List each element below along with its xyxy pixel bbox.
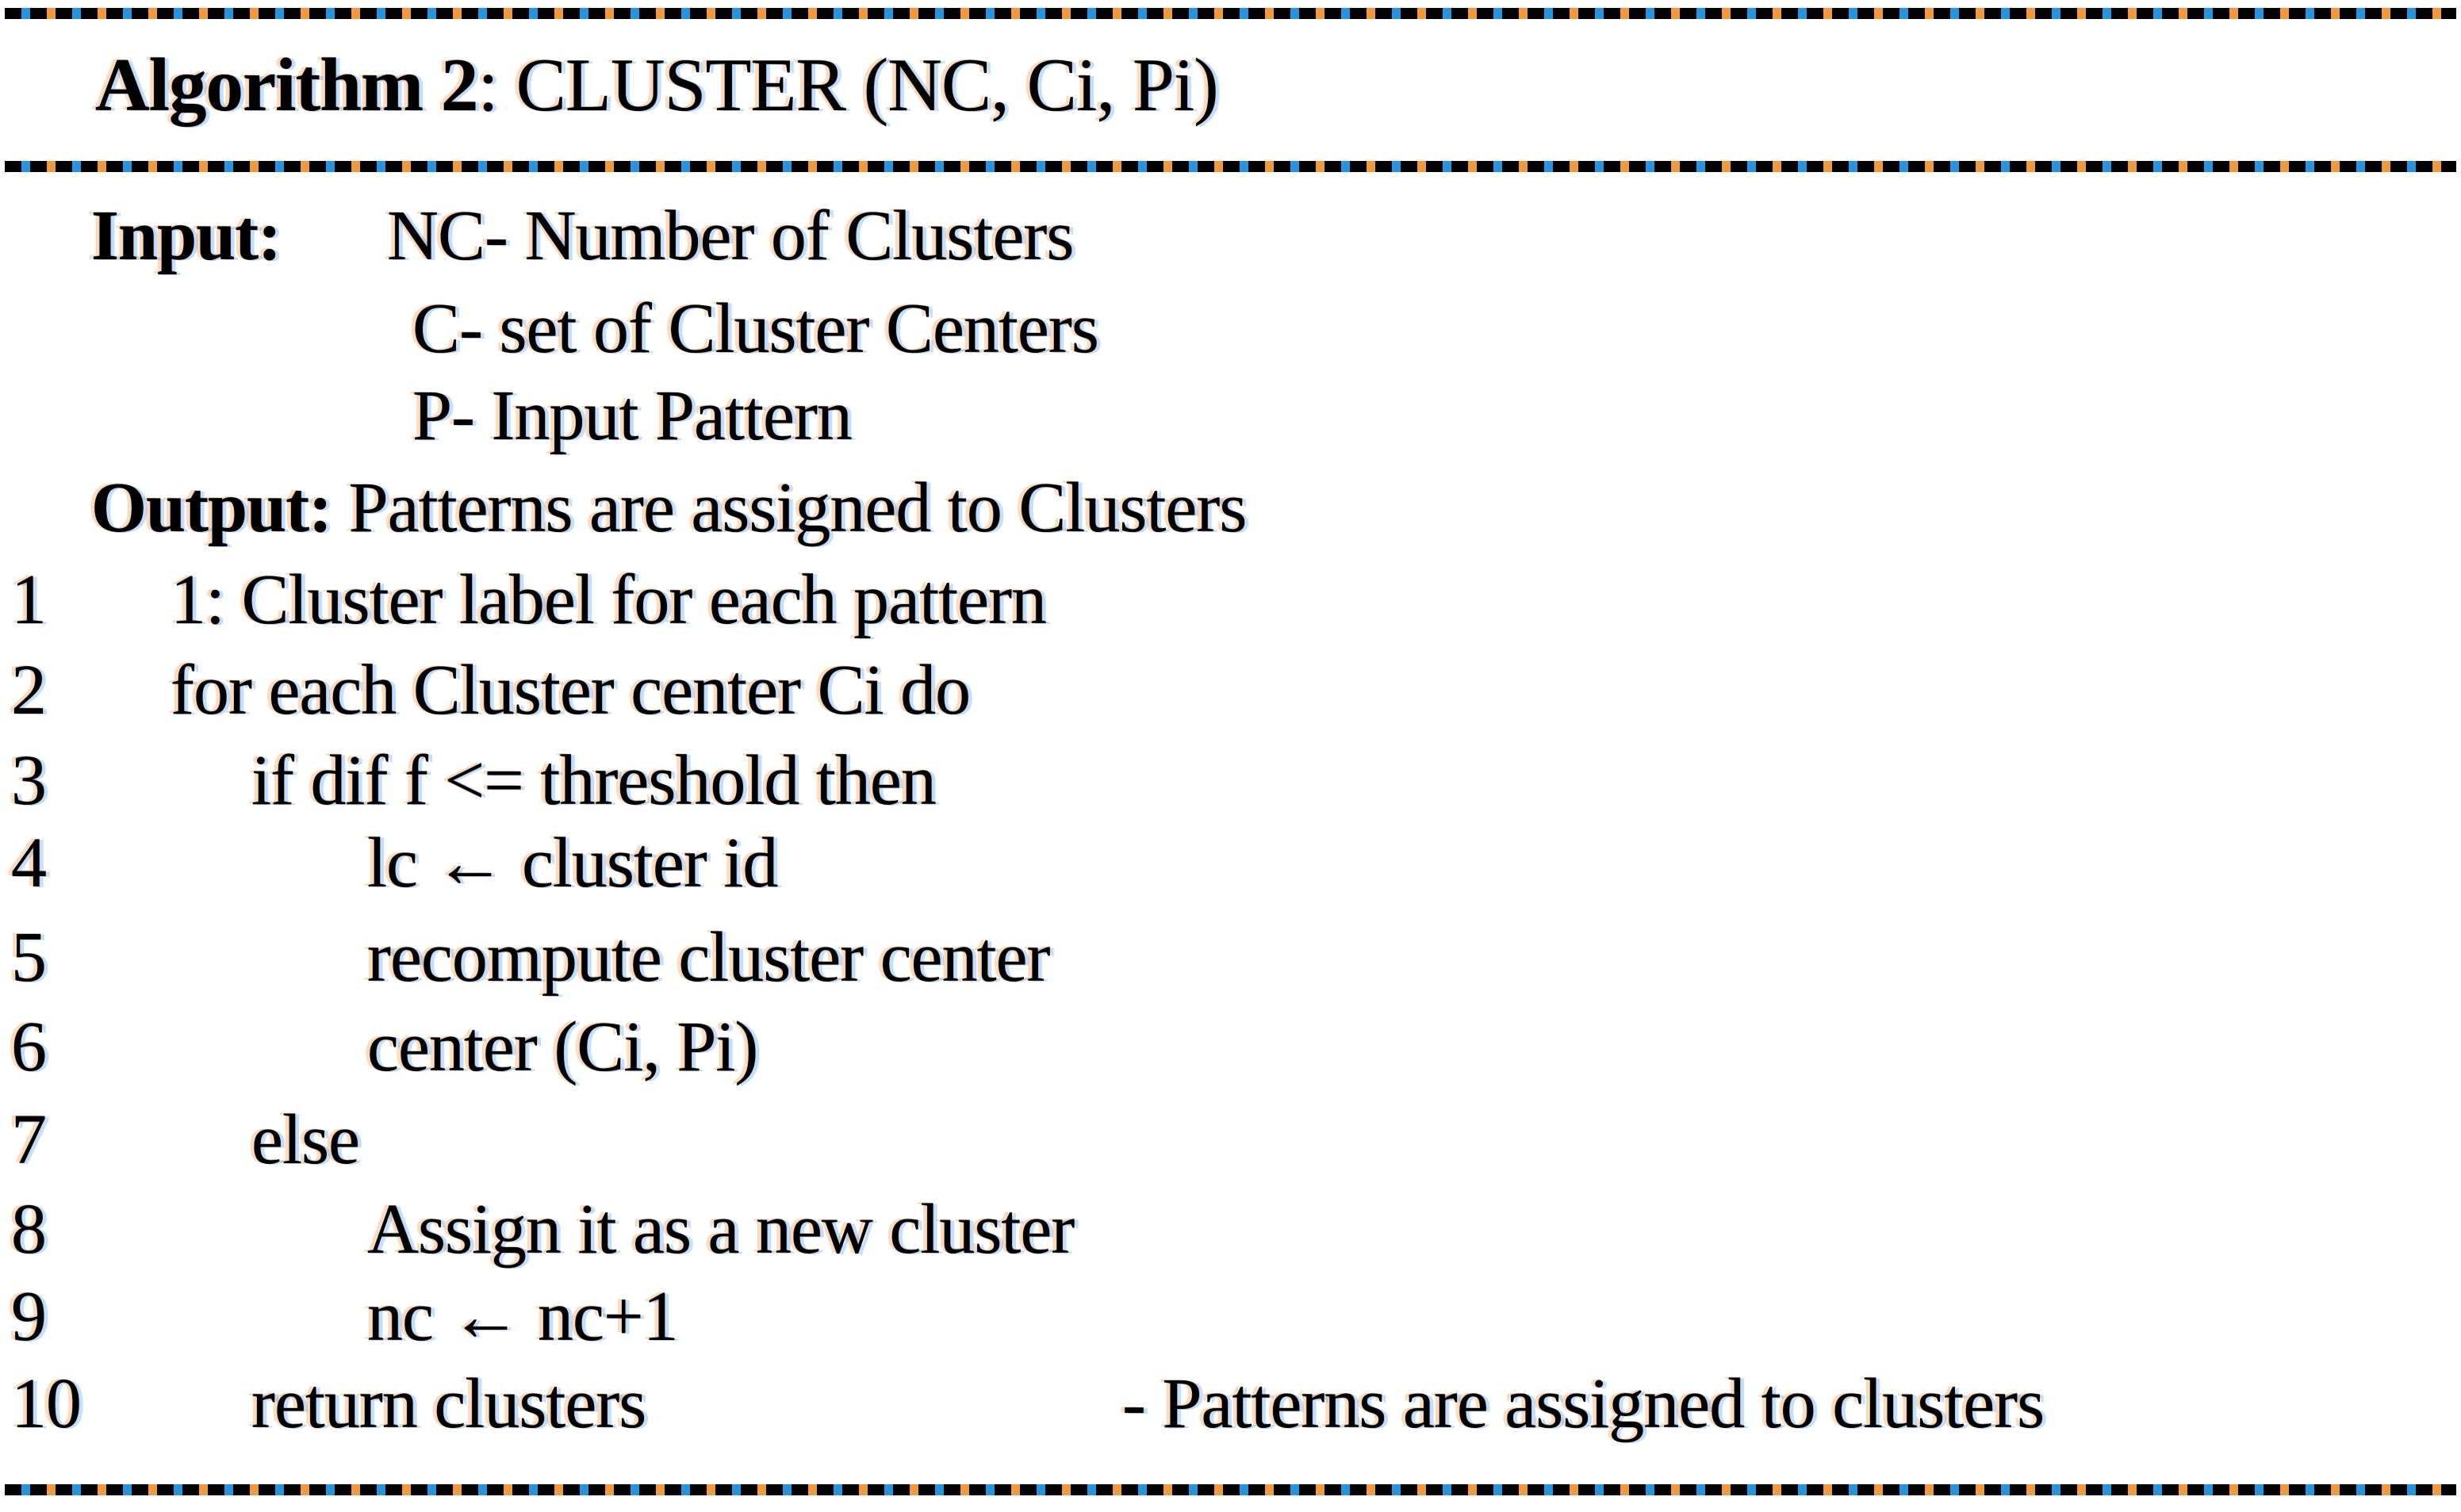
line-text: if dif f <= threshold then bbox=[251, 741, 937, 820]
line-text: 1: Cluster label for each pattern bbox=[171, 561, 1047, 639]
line-text: center (Ci, Pi) bbox=[367, 1008, 758, 1086]
input-row: Input: bbox=[91, 201, 282, 272]
algorithm-title-rest: : CLUSTER (NC, Ci, Pi) bbox=[477, 43, 1218, 127]
line-text: Assign it as a new cluster bbox=[367, 1190, 1075, 1269]
algorithm-title-bold: Algorithm 2 bbox=[95, 43, 478, 127]
line-number: 1 bbox=[11, 561, 47, 639]
dashed-rule-middle bbox=[5, 161, 2456, 172]
line-number: 3 bbox=[11, 741, 47, 820]
input-item-nc: NC- Number of Clusters bbox=[387, 197, 1074, 275]
output-text: Patterns are assigned to Clusters bbox=[348, 469, 1248, 547]
line-number: 10 bbox=[11, 1365, 82, 1443]
line-number: 2 bbox=[11, 651, 47, 729]
dashed-rule-top bbox=[5, 8, 2456, 19]
input-item-p: P- Input Pattern bbox=[412, 377, 853, 455]
input-label: Input: bbox=[91, 197, 282, 275]
algorithm-title: Algorithm 2: CLUSTER (NC, Ci, Pi) bbox=[95, 43, 1219, 127]
output-label: Output: bbox=[91, 469, 332, 547]
line-text: nc ← nc+1 bbox=[367, 1277, 679, 1356]
line-text: lc ← cluster id bbox=[367, 824, 778, 902]
line-number: 9 bbox=[11, 1277, 47, 1356]
line-number: 6 bbox=[11, 1008, 47, 1086]
line-annotation: - Patterns are assigned to clusters bbox=[1122, 1365, 2045, 1443]
line-number: 5 bbox=[11, 918, 47, 997]
dashed-rule-bottom bbox=[5, 1484, 2456, 1495]
line-number: 8 bbox=[11, 1190, 47, 1269]
output-row: Output: Patterns are assigned to Cluster… bbox=[91, 473, 1247, 544]
line-text: return clusters bbox=[251, 1365, 646, 1443]
line-number: 4 bbox=[11, 824, 47, 902]
line-text: recompute cluster center bbox=[367, 918, 1051, 997]
line-number: 7 bbox=[11, 1101, 47, 1179]
line-text: for each Cluster center Ci do bbox=[171, 651, 971, 729]
line-text: else bbox=[251, 1101, 360, 1179]
input-item-c: C- set of Cluster Centers bbox=[412, 289, 1099, 368]
output-spacer bbox=[332, 469, 349, 547]
